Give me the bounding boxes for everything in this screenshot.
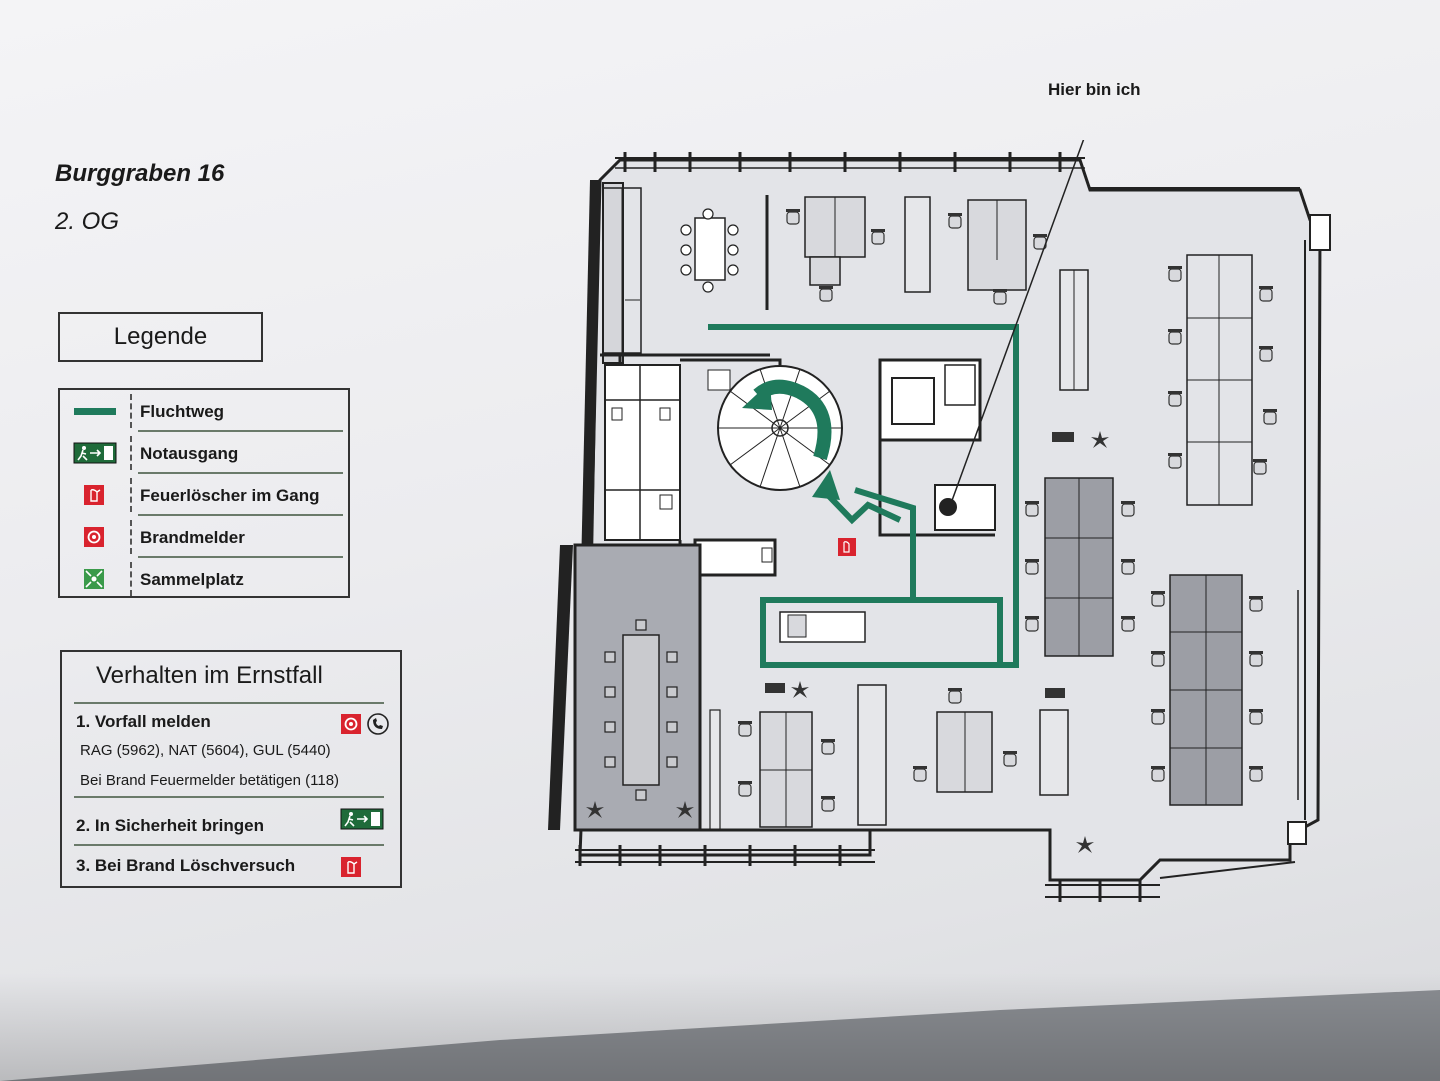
legend-label: Feuerlöscher im Gang — [140, 486, 320, 505]
emergency-title: Verhalten im Ernstfall — [96, 662, 323, 689]
legend-item-feuerloescher: Feuerlöscher im Gang — [68, 474, 343, 516]
escape-route-line-icon — [74, 408, 116, 415]
escape-arrow-head — [742, 382, 772, 410]
you-are-here-marker — [939, 498, 957, 516]
floor-label: 2. OG — [55, 208, 120, 235]
legend-item-sammelplatz: Sammelplatz — [68, 558, 343, 600]
legend-label: Notausgang — [140, 444, 239, 463]
fire-extinguisher-icon — [84, 485, 104, 505]
legend-item-notausgang: Notausgang — [68, 432, 343, 474]
assembly-point-icon — [84, 569, 104, 589]
emergency-exit-sign-icon — [73, 442, 117, 464]
legend-item-brandmelder: Brandmelder — [68, 516, 343, 558]
legend: Fluchtweg Notausgang Feuerlöscher im Gan… — [58, 388, 350, 598]
legend-label: Sammelplatz — [140, 570, 244, 589]
you-are-here-pointer — [949, 140, 1085, 507]
emergency-instructions: Verhalten im Ernstfall 1. Vorfall melden… — [60, 650, 402, 888]
facade-ticks-top — [623, 152, 1062, 172]
contact-list: RAG (5962), NAT (5604), GUL (5440) — [80, 742, 331, 759]
legend-title: Legende — [58, 312, 263, 362]
fire-alarm-icon — [84, 527, 104, 547]
fire-extinguisher-icon — [838, 538, 856, 556]
emergency-exit-sign-icon — [340, 808, 384, 830]
legend-label: Brandmelder — [140, 528, 245, 547]
step-extinguish: 3. Bei Brand Löschversuch — [76, 856, 296, 875]
fire-alarm-instruction: Bei Brand Feuermelder betätigen (118) — [80, 772, 340, 789]
step-safety: 2. In Sicherheit bringen — [76, 816, 264, 835]
legend-label: Fluchtweg — [140, 402, 225, 421]
you-are-here-label: Hier bin ich — [1048, 80, 1141, 99]
fire-extinguisher-icon — [341, 857, 361, 877]
floor-plan — [548, 140, 1331, 902]
legend-item-fluchtweg: Fluchtweg — [68, 390, 343, 432]
fire-alarm-phone-icon — [341, 713, 389, 735]
building-title: Burggraben 16 — [55, 160, 225, 187]
step-report: 1. Vorfall melden — [76, 712, 211, 731]
